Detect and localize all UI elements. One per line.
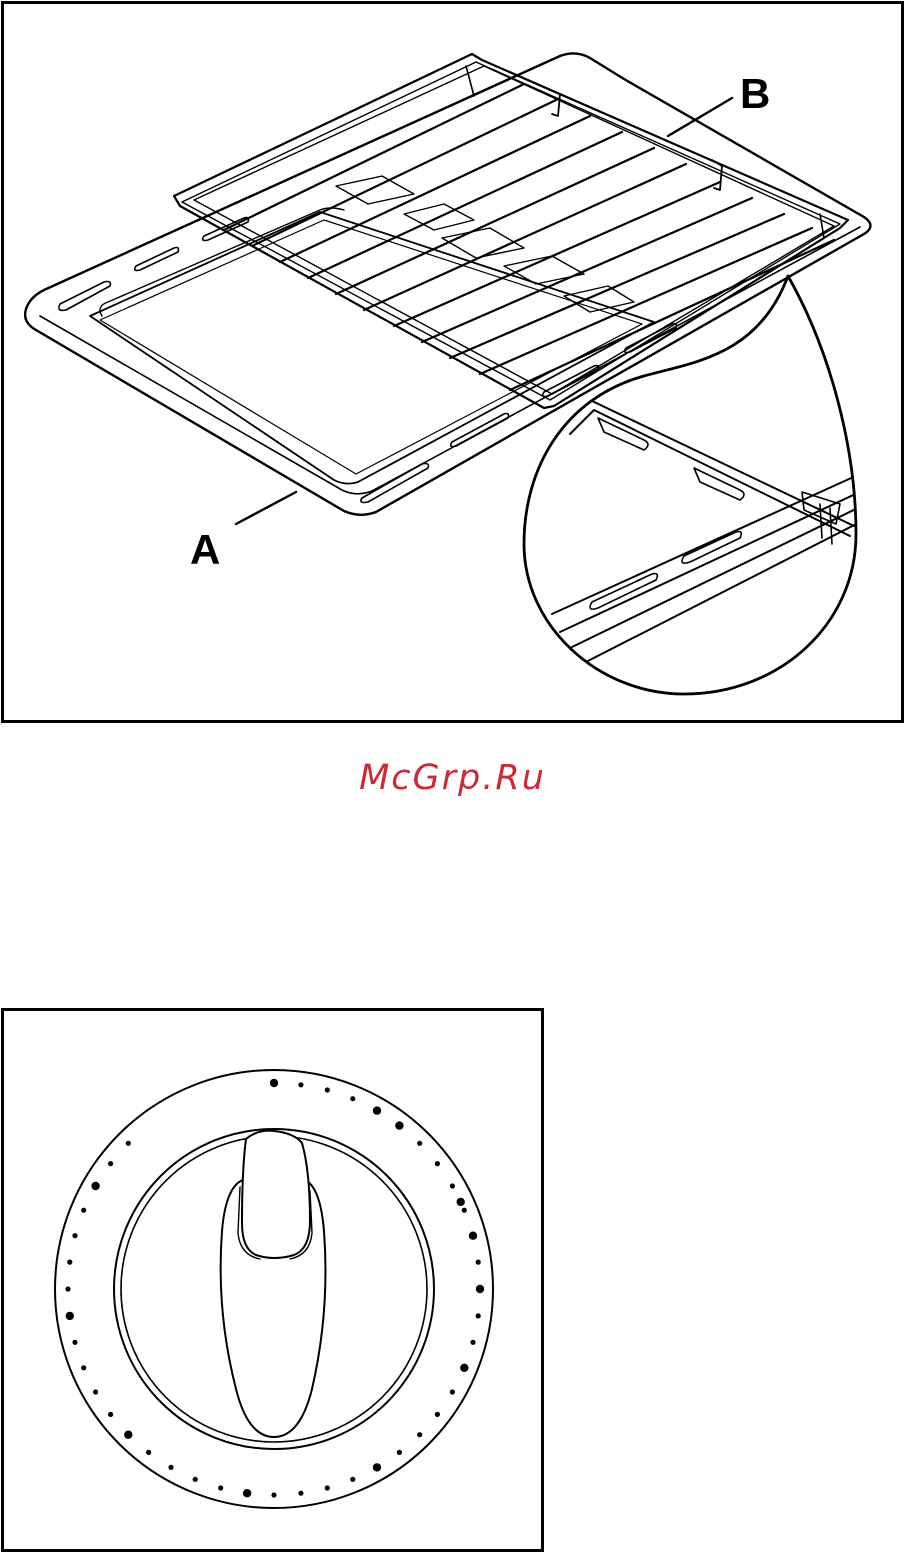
control-knob-icon [4, 1011, 541, 1549]
scale-dot [373, 1463, 381, 1471]
scale-dot [460, 1364, 468, 1372]
scale-dot [81, 1208, 86, 1213]
scale-dot [72, 1233, 77, 1238]
scale-dot [417, 1432, 422, 1437]
scale-marker-dot [373, 1106, 381, 1114]
scale-marker-dot [457, 1198, 465, 1206]
scale-dot [435, 1161, 440, 1166]
scale-dot [124, 1431, 132, 1439]
scale-dot [81, 1365, 86, 1370]
scale-dot [298, 1082, 303, 1087]
scale-dot [91, 1182, 99, 1190]
scale-dot [435, 1412, 440, 1417]
leader-line-a [236, 492, 296, 524]
scale-dot [298, 1491, 303, 1496]
figure-tray-and-rack: A B [1, 1, 904, 723]
scale-dot [469, 1232, 477, 1240]
scale-dot [395, 1121, 403, 1129]
scale-dot [67, 1260, 72, 1265]
scale-dot [462, 1208, 467, 1213]
scale-dot [476, 1313, 481, 1318]
scale-dot [243, 1489, 251, 1497]
scale-dot [270, 1079, 278, 1087]
detail-magnifier [524, 276, 868, 694]
scale-dot [271, 1492, 276, 1497]
scale-dot [72, 1340, 77, 1345]
knob-grip [242, 1131, 310, 1258]
scale-dot [108, 1161, 113, 1166]
scale-dot [476, 1260, 481, 1265]
scale-dot [450, 1389, 455, 1394]
scale-marker-dot [476, 1285, 484, 1293]
label-tray-a: A [190, 526, 220, 573]
scale-dot [108, 1412, 113, 1417]
scale-dot [450, 1183, 455, 1188]
tray-and-rack-illustration: A B [4, 4, 901, 720]
scale-dot [350, 1096, 355, 1101]
scale-dot [66, 1312, 74, 1320]
scale-dot [325, 1087, 330, 1092]
scale-dot [65, 1286, 70, 1291]
scale-dot [93, 1389, 98, 1394]
scale-dot [168, 1465, 173, 1470]
scale-dot [325, 1485, 330, 1490]
scale-dot [397, 1450, 402, 1455]
scale-dot [126, 1141, 131, 1146]
scale-dot [470, 1340, 475, 1345]
figure-control-knob [1, 1008, 544, 1552]
label-rack-b: B [740, 70, 770, 117]
watermark-text: McGrp.Ru [0, 752, 905, 804]
scale-dot [218, 1485, 223, 1490]
scale-dot [350, 1477, 355, 1482]
scale-dot [146, 1450, 151, 1455]
scale-dot [417, 1141, 422, 1146]
leader-line-b [668, 98, 732, 136]
scale-dot [193, 1477, 198, 1482]
